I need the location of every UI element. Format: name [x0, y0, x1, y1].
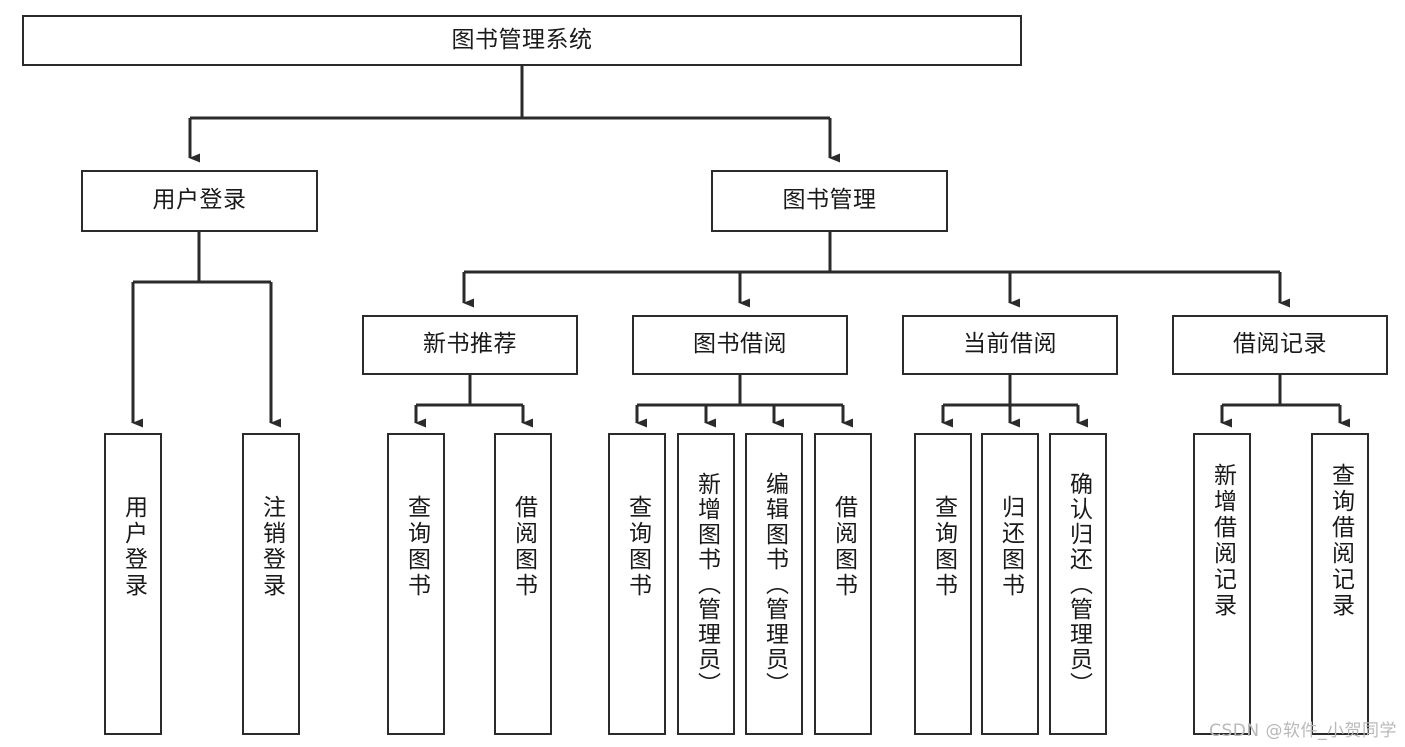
node-borrow-record[interactable]: 借阅记录: [1172, 315, 1388, 375]
node-book-borrow[interactable]: 图书借阅: [632, 315, 848, 375]
node-label: 注销登录: [258, 495, 285, 599]
leaf-current-borrow-confirm-return[interactable]: 确认归还（管理员）: [1049, 433, 1107, 735]
node-label: 查询图书: [403, 495, 430, 599]
node-label: 新书推荐: [423, 331, 517, 358]
leaf-new-book-borrow[interactable]: 借阅图书: [494, 433, 552, 735]
node-label: 查询图书: [624, 495, 651, 599]
node-label: 借阅图书: [830, 495, 857, 599]
node-label: 归还图书: [997, 495, 1024, 599]
node-label: 新增图书（管理员）: [693, 471, 720, 697]
node-book-management[interactable]: 图书管理: [711, 170, 948, 232]
csdn-watermark: CSDN @软件_小贺同学: [1209, 721, 1397, 741]
leaf-book-borrow-borrow[interactable]: 借阅图书: [814, 433, 872, 735]
leaf-user-login-logout[interactable]: 注销登录: [242, 433, 300, 735]
leaf-user-login-login[interactable]: 用户登录: [104, 433, 162, 735]
leaf-current-borrow-return[interactable]: 归还图书: [981, 433, 1039, 735]
node-label: 用户登录: [152, 187, 247, 214]
node-label: 编辑图书（管理员）: [761, 471, 788, 697]
leaf-book-borrow-query[interactable]: 查询图书: [608, 433, 666, 735]
node-label: 用户登录: [120, 495, 147, 599]
node-label: 新增借阅记录: [1209, 463, 1236, 619]
leaf-borrow-record-query[interactable]: 查询借阅记录: [1311, 433, 1369, 735]
node-root-book-management-system[interactable]: 图书管理系统: [22, 15, 1022, 66]
node-label: 借阅记录: [1233, 331, 1327, 358]
node-label: 借阅图书: [510, 495, 537, 599]
node-label: 查询借阅记录: [1327, 463, 1354, 619]
leaf-current-borrow-query[interactable]: 查询图书: [914, 433, 972, 735]
node-user-login[interactable]: 用户登录: [81, 170, 318, 232]
leaf-book-borrow-add[interactable]: 新增图书（管理员）: [677, 433, 735, 735]
node-current-borrow[interactable]: 当前借阅: [902, 315, 1118, 375]
node-label: 查询图书: [930, 495, 957, 599]
node-label: 图书管理: [782, 187, 877, 214]
node-label: 图书管理系统: [451, 26, 593, 53]
leaf-borrow-record-add[interactable]: 新增借阅记录: [1193, 433, 1251, 735]
node-label: 当前借阅: [963, 331, 1057, 358]
node-label: 确认归还（管理员）: [1065, 471, 1092, 697]
leaf-new-book-query[interactable]: 查询图书: [387, 433, 445, 735]
leaf-book-borrow-edit[interactable]: 编辑图书（管理员）: [745, 433, 803, 735]
node-label: 图书借阅: [693, 331, 787, 358]
node-new-book-recommend[interactable]: 新书推荐: [362, 315, 578, 375]
